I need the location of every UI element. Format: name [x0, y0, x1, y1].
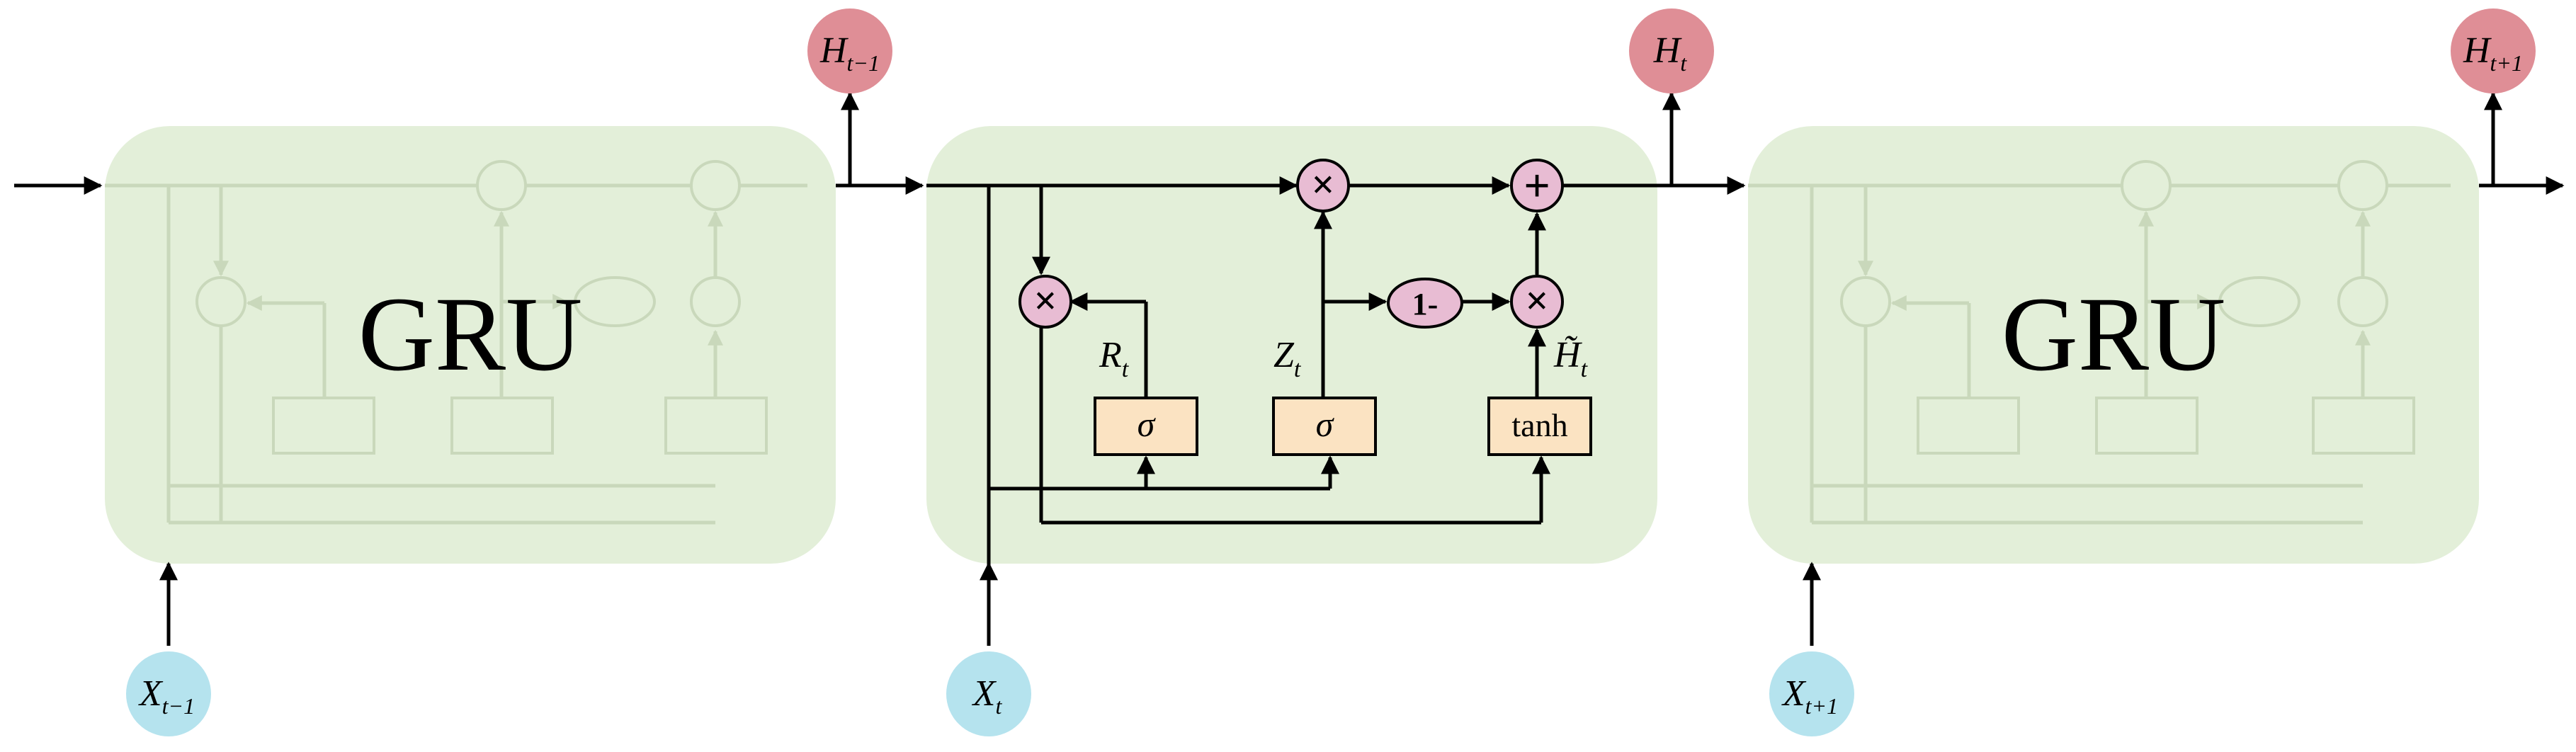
gate-boxes: σ σ tanh	[1094, 397, 1592, 456]
operator-nodes: × × + × 1-	[1019, 159, 1564, 329]
input-node-prev	[126, 651, 211, 736]
reset-multiply-symbol: ×	[1033, 278, 1057, 324]
candidate-gate-box	[1487, 397, 1592, 456]
input-label-next: Xt+1	[1781, 673, 1838, 719]
faded-internals-prev	[105, 183, 807, 525]
update-multiply-node	[1296, 159, 1350, 212]
reset-multiply-node	[1019, 275, 1072, 329]
update-gate-box	[1272, 397, 1377, 456]
input-label-cur: Xt	[972, 673, 1003, 719]
output-label-cur: Ht	[1653, 30, 1688, 76]
one-minus-node	[1387, 278, 1463, 329]
one-minus-symbol: 1-	[1412, 287, 1439, 321]
hidden-state-flow	[14, 91, 2565, 195]
output-nodes: Ht−1 Ht Ht+1	[807, 8, 2536, 93]
candidate-gate-label: H̃t	[1553, 335, 1589, 382]
reset-gate-label: Rt	[1099, 335, 1130, 382]
output-node-next	[2451, 8, 2536, 93]
current-cell-wiring	[926, 176, 1657, 564]
candidate-multiply-node	[1510, 275, 1564, 329]
output-node-prev	[807, 8, 892, 93]
reset-gate-box	[1094, 397, 1198, 456]
input-nodes: Xt−1 Xt Xt+1	[126, 651, 1854, 736]
reset-gate-symbol: σ	[1137, 404, 1157, 444]
faded-internals-next	[1748, 183, 2451, 525]
input-node-cur	[946, 651, 1031, 736]
add-symbol: +	[1524, 160, 1550, 212]
output-label-next: Ht+1	[2463, 30, 2523, 76]
faded-nodes-next	[1840, 160, 2415, 455]
add-node	[1510, 159, 1564, 212]
candidate-gate-symbol: tanh	[1511, 407, 1567, 443]
candidate-multiply-symbol: ×	[1525, 278, 1548, 324]
faded-nodes-prev	[195, 160, 768, 455]
gru-label-prev: GRU	[358, 275, 583, 393]
output-label-prev: Ht−1	[819, 30, 880, 76]
input-label-prev: Xt−1	[138, 673, 195, 719]
input-node-next	[1769, 651, 1854, 736]
update-gate-symbol: σ	[1316, 404, 1335, 444]
update-gate-label: Zt	[1273, 335, 1302, 382]
gru-label-next: GRU	[2002, 275, 2226, 393]
output-node-cur	[1629, 8, 1714, 93]
update-multiply-symbol: ×	[1311, 161, 1334, 207]
input-arrows	[159, 562, 1821, 646]
